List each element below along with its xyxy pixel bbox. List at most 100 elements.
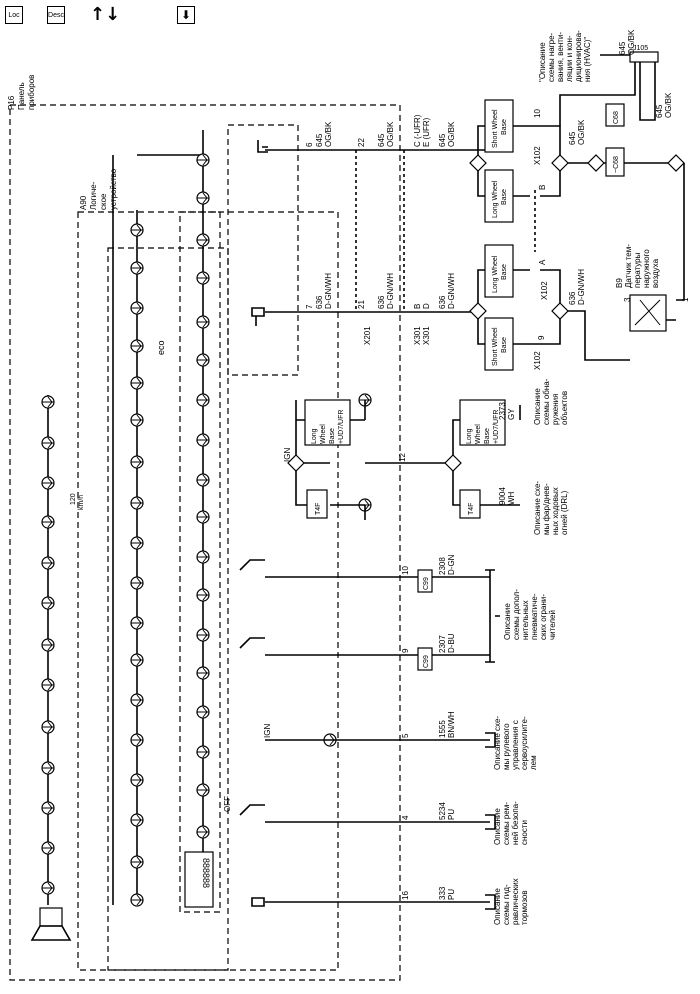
label-st4: сервоусилите- bbox=[520, 716, 529, 770]
label-sens2: пературы bbox=[633, 252, 642, 288]
p16-label: P16 bbox=[7, 95, 16, 110]
j105-splice bbox=[629, 51, 659, 63]
label-wpu1: PU bbox=[447, 809, 456, 820]
indicator-led-col3-5 bbox=[196, 353, 210, 367]
label-wdgnd: D-GN/WH bbox=[577, 269, 586, 305]
label-w2308: 2308 bbox=[438, 557, 447, 575]
label-w5234: 5234 bbox=[438, 802, 447, 820]
svg-text:C99: C99 bbox=[423, 577, 430, 590]
label-w636b: 636 bbox=[377, 295, 386, 309]
location-button[interactable]: Loc bbox=[5, 6, 23, 24]
svg-text:~C68: ~C68 bbox=[613, 156, 620, 173]
instrument-panel-boundary bbox=[9, 104, 401, 981]
indicator-led-col2-15 bbox=[130, 813, 144, 827]
label-obj3: ружения bbox=[551, 394, 560, 425]
label-br3: равлических bbox=[511, 878, 520, 925]
label-lwu1: Long bbox=[311, 428, 318, 444]
label-ign2: IGN bbox=[263, 724, 272, 738]
label-w636d: 636 bbox=[568, 291, 577, 305]
svg-text:Long Wheel: Long Wheel bbox=[492, 180, 499, 218]
label-wbnwh: BN/WH bbox=[447, 711, 456, 738]
label-wpu2: PU bbox=[447, 889, 456, 900]
label-wdgnc: D-GN/WH bbox=[447, 273, 456, 309]
indicator-led-col1-7 bbox=[41, 678, 55, 692]
indicator-led-col3-12 bbox=[196, 628, 210, 642]
indicator-led-col2-7 bbox=[130, 496, 144, 510]
indicator-led-col2-2 bbox=[130, 301, 144, 315]
label-hvac2: схемы нагре- bbox=[547, 32, 556, 82]
label-hvac1: "Описание bbox=[538, 42, 547, 82]
indicator-led-col1-2 bbox=[41, 476, 55, 490]
j105-label: J105 bbox=[633, 45, 648, 52]
label-n9: 9 bbox=[537, 335, 546, 340]
segment-display: 888888 bbox=[184, 851, 214, 908]
indicator-led-col1-11 bbox=[41, 841, 55, 855]
upper-cutout-boundary bbox=[227, 124, 299, 376]
indicator-led-col2-11 bbox=[130, 653, 144, 667]
label-lwu2-right: Wheel bbox=[475, 424, 482, 444]
indicator-led-col2-1 bbox=[130, 261, 144, 275]
label-hvac4: ляции и кон- bbox=[565, 35, 574, 82]
c99-connector-1 bbox=[417, 569, 433, 593]
label-na: A bbox=[538, 259, 547, 265]
label-lwu1-right: Long bbox=[466, 428, 473, 444]
indicator-led-col3-7 bbox=[196, 433, 210, 447]
indicator-led-col3-11 bbox=[196, 588, 210, 602]
inner-icon-boundary bbox=[107, 247, 229, 971]
label-wdgna: D-GN/WH bbox=[324, 273, 333, 309]
label-w9004: 9004 bbox=[498, 487, 507, 505]
indicator-led-col2-10 bbox=[130, 616, 144, 630]
label-n12: 12 bbox=[398, 453, 407, 462]
label-n9b: 9 bbox=[401, 648, 410, 653]
svg-text:Base: Base bbox=[501, 264, 508, 280]
indicator-led-col3-14 bbox=[196, 705, 210, 719]
description-button[interactable]: Desc bbox=[47, 6, 65, 24]
short-wheel-base-bottom: Short Wheel Base bbox=[484, 317, 514, 371]
indicator-led-col3-16 bbox=[196, 783, 210, 797]
svg-text:Long Wheel: Long Wheel bbox=[492, 255, 499, 293]
svg-text:888888: 888888 bbox=[201, 858, 211, 888]
indicator-led-col3-15 bbox=[196, 745, 210, 759]
label-n16: 16 bbox=[401, 891, 410, 900]
indicator-led-col2-8 bbox=[130, 536, 144, 550]
switch-icons bbox=[239, 559, 265, 816]
label-b9: B9 bbox=[615, 278, 624, 288]
label-w6: 6 bbox=[305, 142, 314, 147]
label-drl3: ных ходовых bbox=[551, 487, 560, 535]
logic-label-2: ское bbox=[99, 193, 108, 210]
indicator-led-col1-6 bbox=[41, 638, 55, 652]
label-x102c: X102 bbox=[533, 351, 542, 370]
indicator-led-col2-4 bbox=[130, 376, 144, 390]
label-sens3: наружного bbox=[642, 249, 651, 288]
label-obj2: схемы обна- bbox=[542, 378, 551, 425]
label-sb4: сности bbox=[520, 820, 529, 845]
page-down-button[interactable]: ⬇ bbox=[177, 6, 195, 24]
label-wgy: GY bbox=[507, 408, 516, 420]
inner-icon-boundary-2 bbox=[179, 211, 221, 913]
label-hvac5: диционирова- bbox=[574, 30, 583, 82]
indicator-led-col1-3 bbox=[41, 515, 55, 529]
svg-text:T4F: T4F bbox=[315, 503, 322, 515]
svg-text:Short Wheel: Short Wheel bbox=[492, 109, 499, 148]
label-drl1: Описание схе- bbox=[533, 481, 542, 535]
indicator-led-col1-12 bbox=[41, 881, 55, 895]
label-sb2: схемы рем- bbox=[502, 802, 511, 845]
ground-icon-6 bbox=[257, 140, 268, 153]
label-w2373: 2373 bbox=[498, 402, 507, 420]
speaker-icon bbox=[30, 907, 72, 941]
label-w645d: 645 bbox=[568, 131, 577, 145]
svg-text:Short Wheel: Short Wheel bbox=[492, 327, 499, 366]
ambient-temp-sensor bbox=[629, 294, 667, 332]
label-n10: 10 bbox=[533, 109, 542, 118]
label-lwu3: Base bbox=[329, 428, 336, 444]
label-n1: 1 bbox=[681, 297, 690, 302]
label-st1: Описание схе- bbox=[493, 716, 502, 770]
label-drl4: огней (DRL) bbox=[560, 490, 569, 535]
label-wwh: WH bbox=[507, 491, 516, 505]
svg-text:C68: C68 bbox=[613, 111, 620, 124]
label-w645c: 645 bbox=[438, 133, 447, 147]
navigation-icon[interactable]: ↑↓ bbox=[90, 4, 121, 25]
label-drl2: мы фар/днев- bbox=[542, 483, 551, 535]
wheel-base-diamonds bbox=[287, 154, 685, 472]
